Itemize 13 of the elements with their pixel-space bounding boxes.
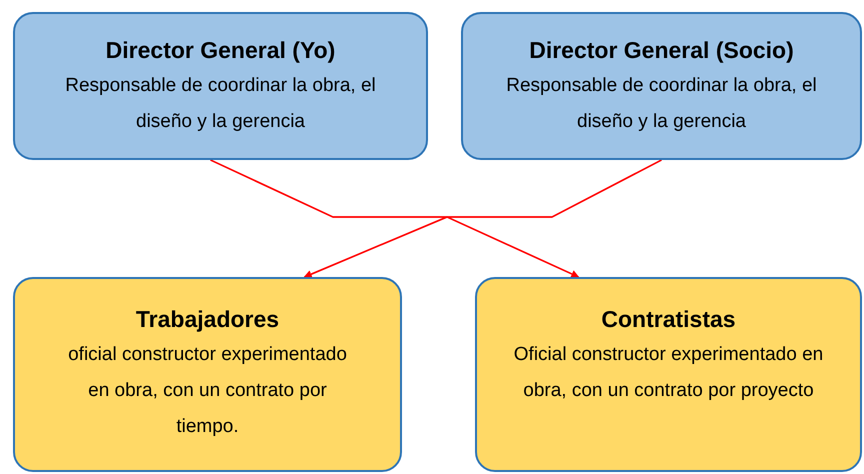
box-title: Contratistas bbox=[601, 305, 736, 334]
arrow bbox=[446, 159, 662, 278]
box-description: oficial constructor experimentado en obra, con un contrato por tiempo. bbox=[67, 343, 348, 439]
rounded-box bbox=[13, 12, 428, 160]
rounded-box bbox=[13, 277, 402, 472]
rounded-box bbox=[461, 12, 862, 160]
box-description: Responsable de coordinar la obra, el diseño y la gerencia bbox=[64, 74, 377, 134]
box-title: Trabajadores bbox=[136, 305, 280, 334]
box-description: Responsable de coordinar la obra, el diseño y la gerencia bbox=[505, 74, 818, 134]
box-title: Director General (Socio) bbox=[529, 36, 794, 65]
box-title: Director General (Yo) bbox=[106, 36, 336, 65]
box-description: Oficial constructor experimentado en obra, con un contrato por proyecto bbox=[512, 343, 824, 403]
rounded-box bbox=[475, 277, 862, 472]
